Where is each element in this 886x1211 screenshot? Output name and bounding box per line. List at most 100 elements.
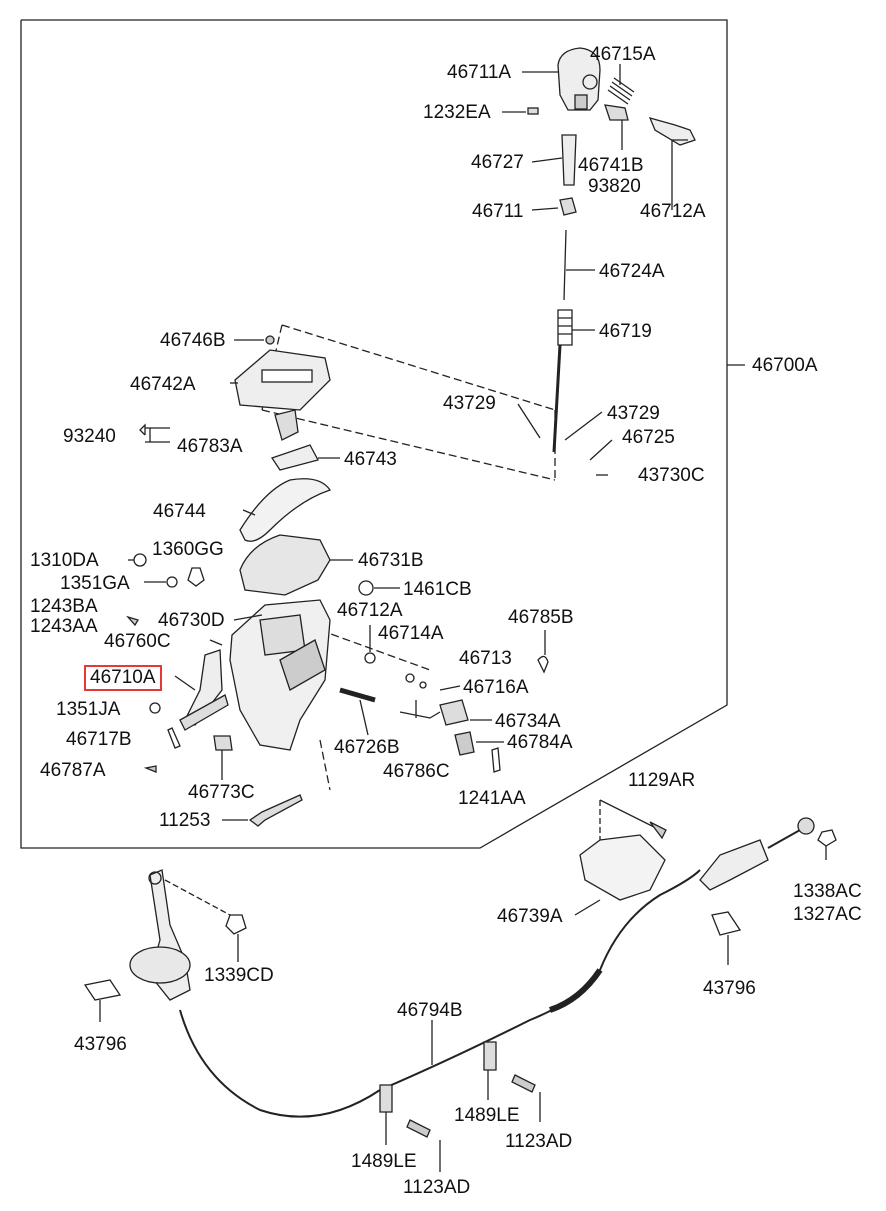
part-label-46727[interactable]: 46727 (471, 152, 524, 173)
part-label-46785B[interactable]: 46785B (508, 607, 574, 628)
part-label-1489LE-right[interactable]: 1489LE (454, 1105, 520, 1126)
bolt-1129AR (649, 821, 667, 840)
shift-cable (179, 869, 701, 1118)
bracket-part (579, 834, 666, 901)
knob-screw (527, 107, 539, 115)
part-label-1461CB[interactable]: 1461CB (403, 579, 472, 600)
part-label-1243BA[interactable]: 1243BA (30, 596, 98, 617)
part-label-43796-right[interactable]: 43796 (703, 978, 756, 999)
part-label-46786C[interactable]: 46786C (383, 761, 450, 782)
part-label-46730D[interactable]: 46730D (158, 610, 225, 631)
part-label-46711A[interactable]: 46711A (447, 62, 512, 83)
sleeve-part (648, 117, 696, 146)
part-label-43729-left[interactable]: 43729 (443, 393, 496, 414)
part-label-1338AC[interactable]: 1338AC (793, 881, 862, 902)
cable-sleeve (548, 968, 603, 1013)
part-label-46794B[interactable]: 46794B (397, 1000, 463, 1021)
clamp-left (379, 1084, 393, 1113)
part-label-43729-right[interactable]: 43729 (607, 403, 660, 424)
part-label-46742A[interactable]: 46742A (130, 374, 196, 395)
part-label-46711[interactable]: 46711 (472, 201, 524, 222)
cable-boot (699, 839, 769, 891)
part-label-1339CD[interactable]: 1339CD (204, 965, 274, 986)
part-label-1351GA[interactable]: 1351GA (60, 573, 130, 594)
part-label-46760C[interactable]: 46760C (104, 631, 171, 652)
part-label-1241AA[interactable]: 1241AA (458, 788, 526, 809)
part-label-46717B[interactable]: 46717B (66, 729, 132, 750)
part-label-46712A-top[interactable]: 46712A (640, 201, 706, 222)
part-label-1123AD-right[interactable]: 1123AD (505, 1131, 573, 1152)
part-label-46719[interactable]: 46719 (599, 321, 652, 342)
shift-rod (563, 229, 567, 301)
nut-1360GG (187, 567, 205, 587)
part-label-1351JA[interactable]: 1351JA (56, 699, 121, 720)
part-label-93240[interactable]: 93240 (63, 426, 116, 447)
part-label-46731B[interactable]: 46731B (358, 550, 424, 571)
bolt-1123AD-left (406, 1119, 431, 1138)
part-label-46783A[interactable]: 46783A (177, 436, 243, 457)
dust-cover-part (239, 478, 332, 542)
part-label-1123AD-left[interactable]: 1123AD (403, 1177, 471, 1198)
clip-46785B (537, 655, 549, 674)
washer-46713 (419, 681, 427, 689)
nut-46714A (405, 673, 415, 683)
washer-1351JA (149, 702, 161, 714)
part-label-1489LE-left[interactable]: 1489LE (351, 1151, 417, 1172)
part-label-46710A-highlighted[interactable]: 46710A (84, 665, 162, 691)
part-label-46712A-mid[interactable]: 46712A (337, 600, 403, 621)
part-label-46739A[interactable]: 46739A (497, 906, 563, 927)
part-label-46741B[interactable]: 46741B (578, 155, 644, 176)
part-label-46787A[interactable]: 46787A (40, 760, 106, 781)
part-label-46746B[interactable]: 46746B (160, 330, 226, 351)
part-label-46773C[interactable]: 46773C (188, 782, 255, 803)
part-label-1243AA[interactable]: 1243AA (30, 616, 98, 637)
part-label-46726B[interactable]: 46726B (334, 737, 400, 758)
part-label-46714A[interactable]: 46714A (378, 623, 444, 644)
nut-1338AC (817, 829, 837, 847)
button-part (604, 104, 629, 121)
nut-46712A-mid (364, 652, 376, 664)
clip-46773C (213, 735, 233, 751)
part-label-46725[interactable]: 46725 (622, 427, 675, 448)
bolt-1123AD-right (511, 1074, 536, 1093)
shift-knob-part (557, 47, 601, 111)
rod-part (561, 134, 577, 186)
part-label-1360GG[interactable]: 1360GG (152, 539, 224, 560)
bolt-11253 (248, 794, 303, 827)
cable-end (797, 817, 815, 835)
part-label-46784A[interactable]: 46784A (507, 732, 573, 753)
lever-arm-part (179, 694, 229, 731)
part-label-11253[interactable]: 11253 (159, 810, 211, 831)
washer-1351GA (166, 576, 178, 588)
part-label-43730C[interactable]: 43730C (638, 465, 705, 486)
switch-46734A (439, 699, 469, 726)
bolt-1241AA (491, 747, 501, 773)
clamp-right (483, 1041, 497, 1071)
part-label-1310DA[interactable]: 1310DA (30, 550, 99, 571)
part-label-46713[interactable]: 46713 (459, 648, 512, 669)
assembly-boundary (20, 19, 728, 849)
part-label-43796-left[interactable]: 43796 (74, 1034, 127, 1055)
part-label-46743[interactable]: 46743 (344, 449, 397, 470)
clip-43796-right (711, 911, 742, 936)
light-part (274, 409, 299, 441)
part-label-46715A[interactable]: 46715A (590, 44, 656, 65)
part-label-46734A[interactable]: 46734A (495, 711, 561, 732)
part-label-1327AC[interactable]: 1327AC (793, 904, 862, 925)
part-label-93820[interactable]: 93820 (588, 176, 641, 197)
part-label-46724A[interactable]: 46724A (599, 261, 665, 282)
part-label-46716A[interactable]: 46716A (463, 677, 529, 698)
spring-part (607, 77, 635, 105)
detent-lever-part (184, 649, 223, 726)
part-label-46700A[interactable]: 46700A (752, 355, 818, 376)
ring-1461CB (358, 580, 374, 596)
bolt-46787A (143, 765, 157, 773)
wire-46786C (399, 711, 441, 719)
nut-1339CD (225, 914, 247, 935)
part-label-1129AR[interactable]: 1129AR (628, 770, 696, 791)
part-label-46744[interactable]: 46744 (153, 501, 206, 522)
connector-46784A (454, 731, 475, 756)
washer-1310DA (133, 553, 147, 567)
part-label-1232EA[interactable]: 1232EA (423, 102, 491, 123)
indicator-bezel-part (234, 335, 331, 411)
